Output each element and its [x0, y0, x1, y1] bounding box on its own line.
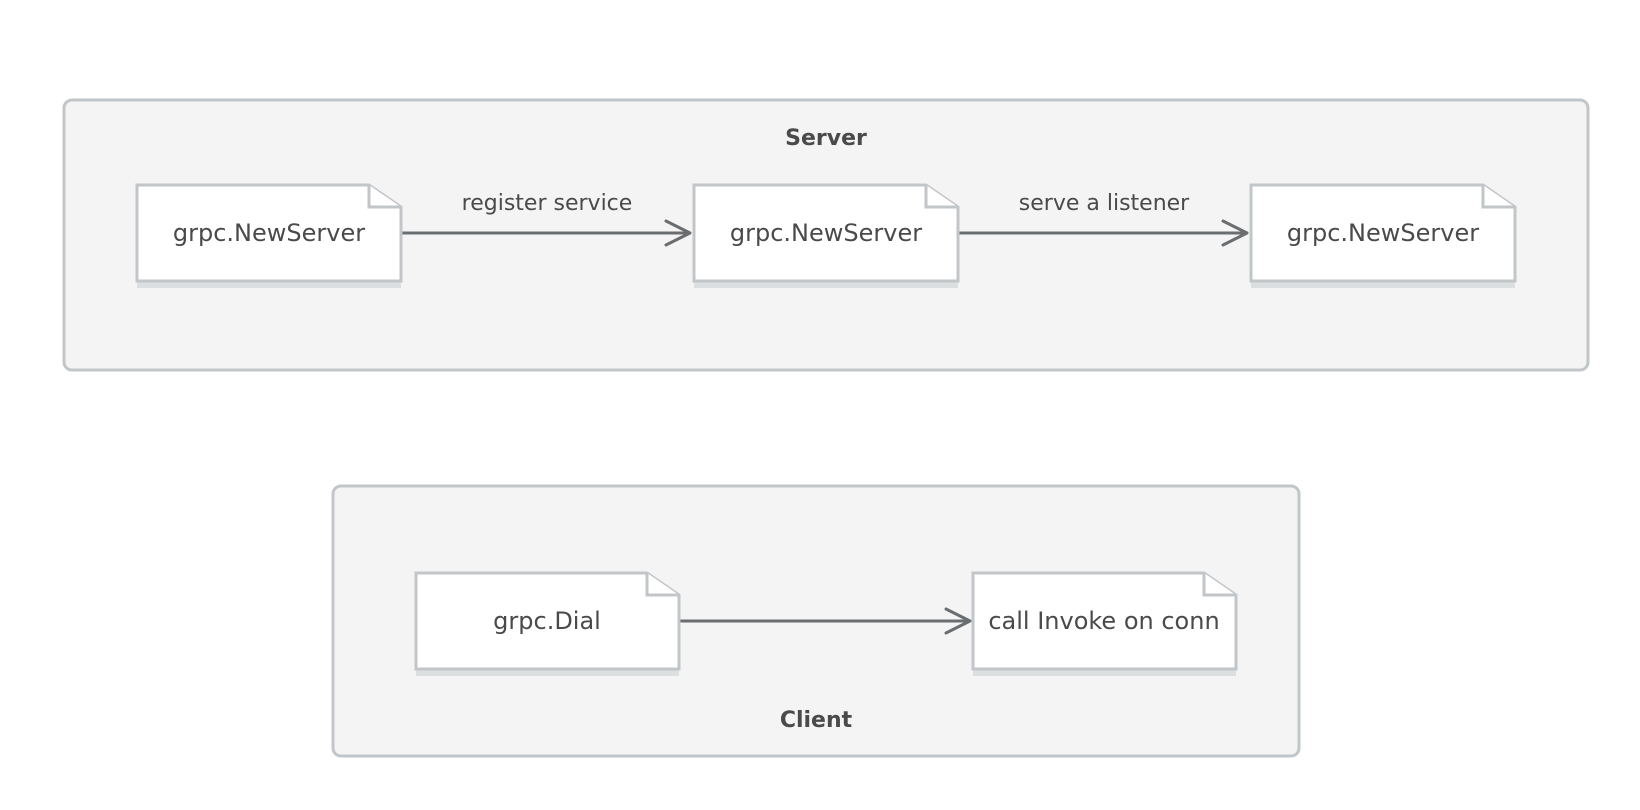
note-shadow [973, 669, 1236, 676]
note-body [692, 183, 960, 283]
arrowhead [664, 219, 692, 247]
group-client-title: Client [780, 708, 853, 733]
node-s1: grpc.NewServer [135, 183, 403, 288]
note-body [135, 183, 403, 283]
note-fold [924, 185, 958, 209]
note-body [971, 571, 1238, 671]
note-body [1249, 183, 1517, 283]
node-label: grpc.NewServer [173, 219, 365, 247]
note-fold [1481, 185, 1515, 209]
node-label: call Invoke on conn [988, 607, 1219, 635]
note-shadow [694, 281, 958, 288]
note-shadow [1251, 281, 1515, 288]
node-label: grpc.Dial [493, 607, 601, 635]
note-shadow [137, 281, 401, 288]
node-c2: call Invoke on conn [971, 571, 1238, 676]
edge-s2-s3: serve a listener [956, 191, 1249, 247]
node-s2: grpc.NewServer [692, 183, 960, 288]
group-server-title: Server [785, 126, 867, 151]
note-shadow [416, 669, 679, 676]
node-s3: grpc.NewServer [1249, 183, 1517, 288]
arrowhead [1221, 219, 1249, 247]
node-label: grpc.NewServer [1287, 219, 1479, 247]
edge-label-register-service: register service [462, 191, 633, 216]
node-c1: grpc.Dial [414, 571, 681, 676]
edge-label-serve-a-listener: serve a listener [1019, 191, 1190, 216]
note-body [414, 571, 681, 671]
arrowhead [944, 607, 972, 635]
note-fold [645, 573, 679, 597]
edge-s1-s2: register service [399, 191, 692, 247]
node-label: grpc.NewServer [730, 219, 922, 247]
edge-c1-c2 [677, 607, 972, 635]
note-fold [1202, 573, 1236, 597]
note-fold [367, 185, 401, 209]
